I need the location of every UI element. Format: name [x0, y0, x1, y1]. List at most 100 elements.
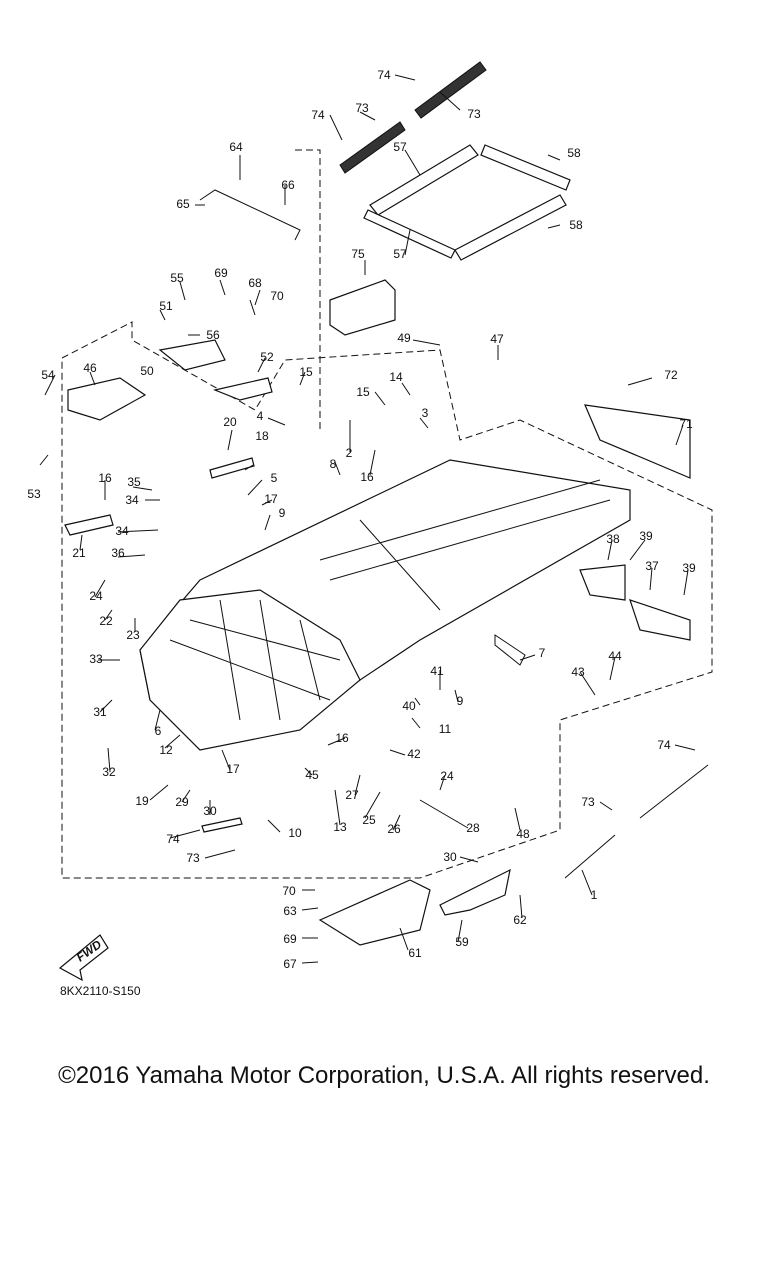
callout-40: 40 [402, 699, 416, 713]
callout-20: 20 [223, 415, 237, 429]
callout-72: 72 [664, 368, 678, 382]
callout-65: 65 [176, 197, 190, 211]
callout-69: 69 [283, 932, 297, 946]
callout-52: 52 [260, 350, 274, 364]
callout-23: 23 [126, 628, 140, 642]
callout-66: 66 [281, 178, 295, 192]
callout-34: 34 [125, 493, 139, 507]
callout-16: 16 [98, 471, 112, 485]
callout-24: 24 [440, 769, 454, 783]
callout-4: 4 [257, 409, 264, 423]
callout-9: 9 [279, 506, 286, 520]
callout-47: 47 [490, 332, 504, 346]
callout-71: 71 [679, 417, 693, 431]
tunnel-rail-left [319, 479, 611, 611]
callout-56: 56 [206, 328, 220, 342]
callout-5: 5 [271, 471, 278, 485]
callout-44: 44 [608, 649, 622, 663]
callout-45: 45 [305, 768, 319, 782]
callout-50: 50 [140, 364, 154, 378]
part-37 [629, 599, 691, 641]
callout-57: 57 [393, 247, 407, 261]
callout-2: 2 [346, 446, 353, 460]
callout-16: 16 [335, 731, 349, 745]
seat-frame-outline [295, 149, 321, 430]
part-7 [494, 634, 526, 666]
part-52 [212, 377, 273, 401]
callout-46: 46 [83, 361, 97, 375]
callout-38: 38 [606, 532, 620, 546]
callout-24: 24 [89, 589, 103, 603]
part-38 [579, 564, 626, 601]
callout-26: 26 [387, 822, 401, 836]
callout-69: 69 [214, 266, 228, 280]
part-67 [439, 868, 511, 916]
strip-73-mid [339, 121, 406, 174]
callout-25: 25 [362, 813, 376, 827]
callout-17: 17 [226, 762, 240, 776]
callout-9: 9 [457, 694, 464, 708]
callout-18: 18 [255, 429, 269, 443]
callout-73: 73 [186, 851, 200, 865]
callout-54: 54 [41, 368, 55, 382]
main-frame-outline [61, 321, 713, 879]
callout-39: 39 [639, 529, 653, 543]
callout-74: 74 [377, 68, 391, 82]
callout-59: 59 [455, 935, 469, 949]
chassis-detail [169, 599, 341, 721]
callout-12: 12 [159, 743, 173, 757]
part-59 [318, 879, 431, 946]
strip-73-top [414, 61, 487, 119]
callout-51: 51 [159, 299, 173, 313]
callout-29: 29 [175, 795, 189, 809]
callout-16: 16 [360, 470, 374, 484]
callout-22: 22 [99, 614, 113, 628]
part-50 [158, 339, 226, 371]
part-46 [67, 377, 147, 421]
callout-6: 6 [155, 724, 162, 738]
callout-36: 36 [111, 546, 125, 560]
callout-35: 35 [127, 475, 141, 489]
callout-74: 74 [657, 738, 671, 752]
callout-61: 61 [408, 946, 422, 960]
callout-67: 67 [283, 957, 297, 971]
rack-71 [584, 404, 691, 479]
callout-58: 58 [567, 146, 581, 160]
callout-62: 62 [513, 913, 527, 927]
copyright-notice: ©2016 Yamaha Motor Corporation, U.S.A. A… [58, 1062, 710, 1089]
callout-58: 58 [569, 218, 583, 232]
callout-73: 73 [581, 795, 595, 809]
callout-73: 73 [467, 107, 481, 121]
callout-75: 75 [351, 247, 365, 261]
callout-70: 70 [270, 289, 284, 303]
callout-39: 39 [682, 561, 696, 575]
callout-11: 11 [439, 722, 452, 736]
callout-32: 32 [102, 765, 116, 779]
callout-74: 74 [311, 108, 325, 122]
callout-15: 15 [299, 365, 313, 379]
callout-30: 30 [203, 804, 217, 818]
callout-57: 57 [393, 140, 407, 154]
leader-lines [39, 74, 696, 964]
callout-73: 73 [355, 101, 369, 115]
callout-48: 48 [516, 827, 530, 841]
callout-27: 27 [345, 788, 359, 802]
callout-10: 10 [288, 826, 302, 840]
callout-31: 31 [93, 705, 107, 719]
callout-1: 1 [591, 888, 598, 902]
callout-30: 30 [443, 850, 457, 864]
callout-34: 34 [115, 524, 129, 538]
callout-43: 43 [571, 665, 585, 679]
callout-13: 13 [333, 820, 347, 834]
callout-19: 19 [135, 794, 149, 808]
bag-75 [329, 279, 396, 336]
part-21 [64, 514, 114, 536]
callout-42: 42 [407, 747, 421, 761]
strip-73-right [564, 764, 709, 879]
seat-rail-57a [369, 144, 479, 216]
callout-3: 3 [422, 406, 429, 420]
callout-64: 64 [229, 140, 243, 154]
callout-49: 49 [397, 331, 411, 345]
